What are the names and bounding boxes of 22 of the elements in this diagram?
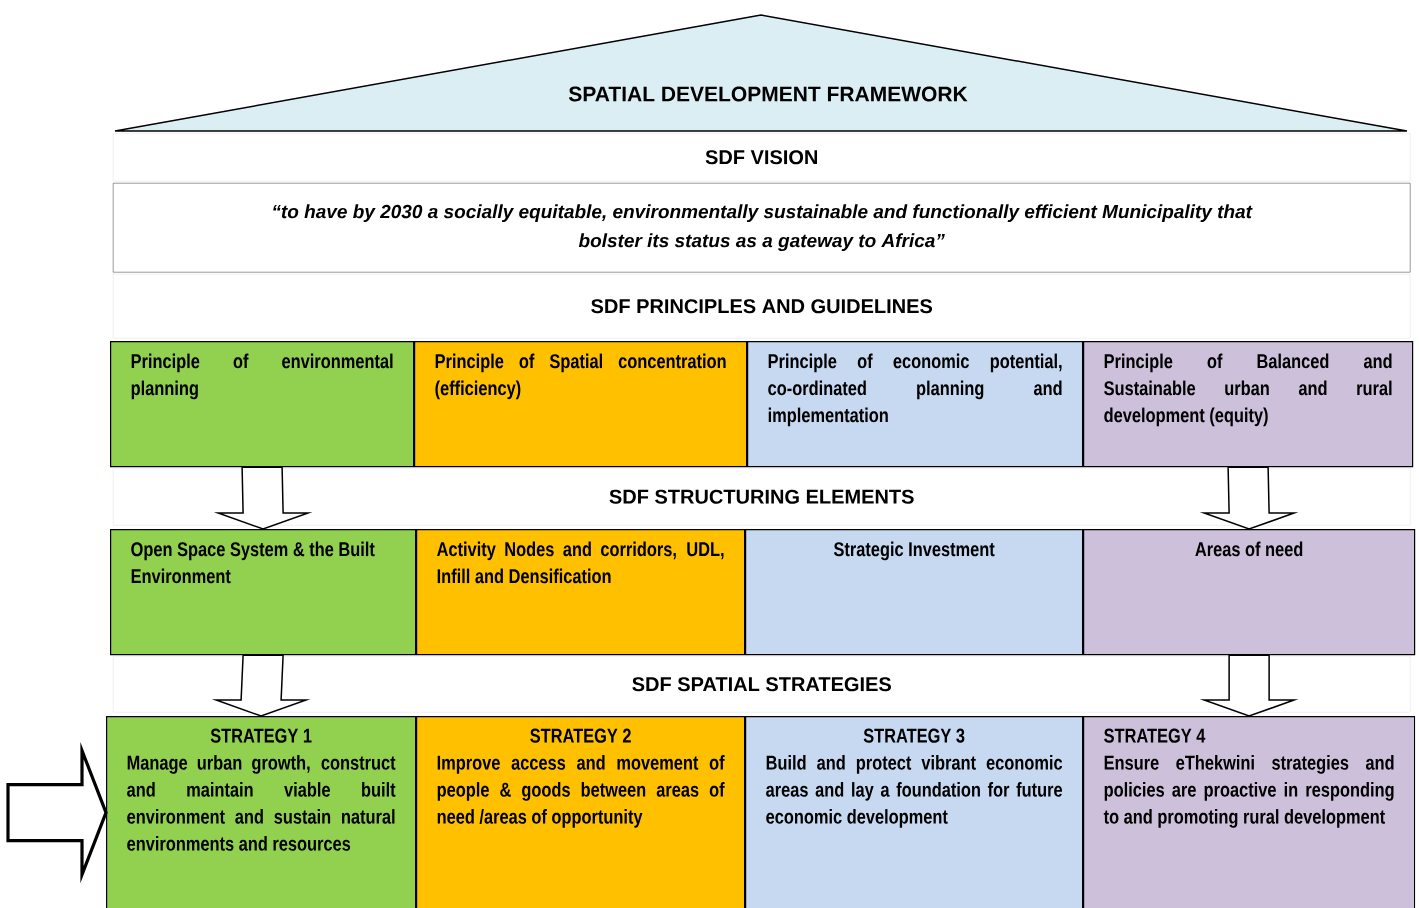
principle-box: Principle of Balanced and Sustainable urban and rural development (equity)	[1083, 341, 1414, 468]
section-band: SDF SPATIAL STRATEGIES	[113, 656, 1411, 713]
principle-box: Principle of environmental planning	[110, 341, 415, 468]
strategy-box: STRATEGY 4 Ensure eThekwini strategies and policies are proactive in responding to and promoting rural development	[1083, 716, 1416, 908]
principle-box: Activity Nodes and corridors, UDL, Infill and Densification	[416, 529, 746, 656]
element-box: Areas of need	[1083, 529, 1416, 656]
strategy-box: STRATEGY 1 Manage urban growth, construct and maintain viable built environment and sustain natural environments and resources	[106, 716, 417, 908]
section-band: SDF PRINCIPLES AND GUIDELINES	[113, 274, 1411, 339]
strategy-box: STRATEGY 3 Build and protect vibrant economic areas and lay a foundation for future economic development	[745, 716, 1084, 908]
roof-triangle: SPATIAL DEVELOPMENT FRAMEWORK	[114, 14, 1408, 132]
vision-box: “to have by 2030 a socially equitable, environmentally sustainable and functionally efficient Municipality that bolster its status as a gateway to Africa”	[113, 183, 1411, 273]
element-box: Open Space System & the Built Environment	[110, 529, 417, 656]
section-band: SDF VISION	[113, 133, 1411, 182]
section-band: SDF STRUCTURING ELEMENTS	[113, 468, 1411, 526]
element-box: Strategic Investment	[745, 529, 1084, 656]
block-arrow	[1199, 654, 1299, 717]
block-arrow	[1199, 466, 1299, 530]
block-arrow	[213, 466, 313, 530]
block-arrow	[211, 654, 311, 717]
strategy-box: STRATEGY 2 Improve access and movement of people & goods between areas of need /areas of opportunity	[416, 716, 746, 908]
principle-box: Principle of economic potential, co-ordinated planning and implementation	[747, 341, 1084, 468]
principle-box: Principle of Spatial concentration (efficiency)	[414, 341, 748, 468]
